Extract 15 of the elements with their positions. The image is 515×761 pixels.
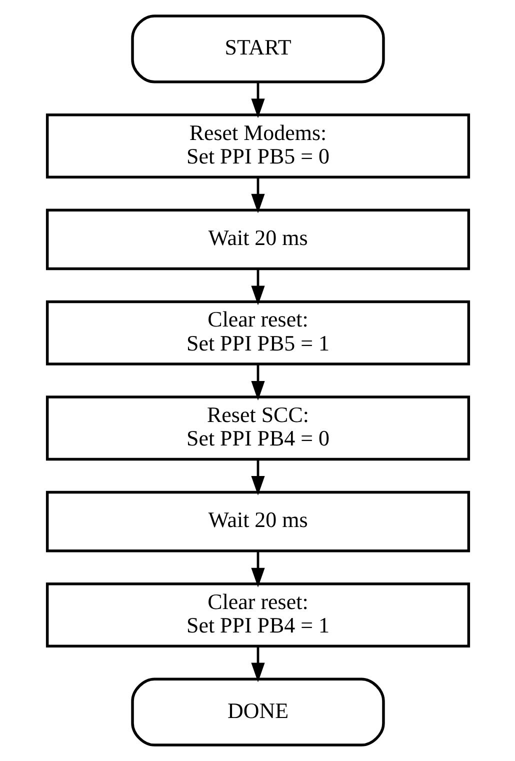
node-box: Reset SCC: Set PPI PB4 = 0 (45, 396, 470, 461)
node-box: Clear reset: Set PPI PB4 = 1 (45, 582, 470, 648)
arrow (250, 646, 264, 682)
node-box: Wait 20 ms (45, 490, 470, 552)
arrow (250, 269, 264, 306)
node-box: Reset Modems: Set PPI PB5 = 0 (45, 114, 470, 179)
arrow (250, 551, 264, 588)
node-box: START (130, 14, 384, 84)
node-box: Clear reset: Set PPI PB5 = 1 (45, 300, 470, 366)
arrow (250, 364, 264, 400)
node-box: DONE (130, 678, 384, 746)
arrow (250, 459, 264, 496)
node-box: Wait 20 ms (45, 208, 470, 270)
arrow (250, 82, 264, 118)
arrow (250, 177, 264, 214)
